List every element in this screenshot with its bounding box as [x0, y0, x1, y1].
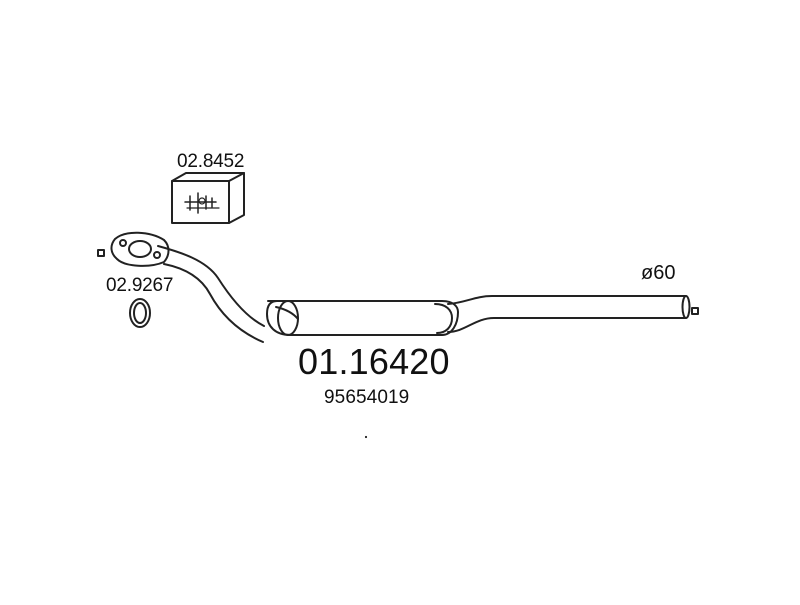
pipe-diameter-label: ø60 [641, 262, 676, 284]
oe-part-number: 95654019 [324, 387, 410, 408]
inlet-end-marker [97, 249, 105, 257]
flange-icon [110, 231, 170, 267]
gasket-number: 02.9267 [106, 275, 174, 296]
front-pipe [157, 245, 265, 343]
pipe-outlet [681, 295, 691, 319]
dot-mark [364, 435, 368, 439]
box-icon [171, 172, 245, 224]
mounting-kit-number: 02.8452 [177, 151, 245, 172]
gasket-ring-icon [129, 298, 151, 328]
middle-muffler [266, 300, 459, 336]
main-part-number: 01.16420 [298, 341, 450, 382]
tail-pipe [447, 295, 687, 333]
outlet-end-marker [691, 307, 699, 315]
